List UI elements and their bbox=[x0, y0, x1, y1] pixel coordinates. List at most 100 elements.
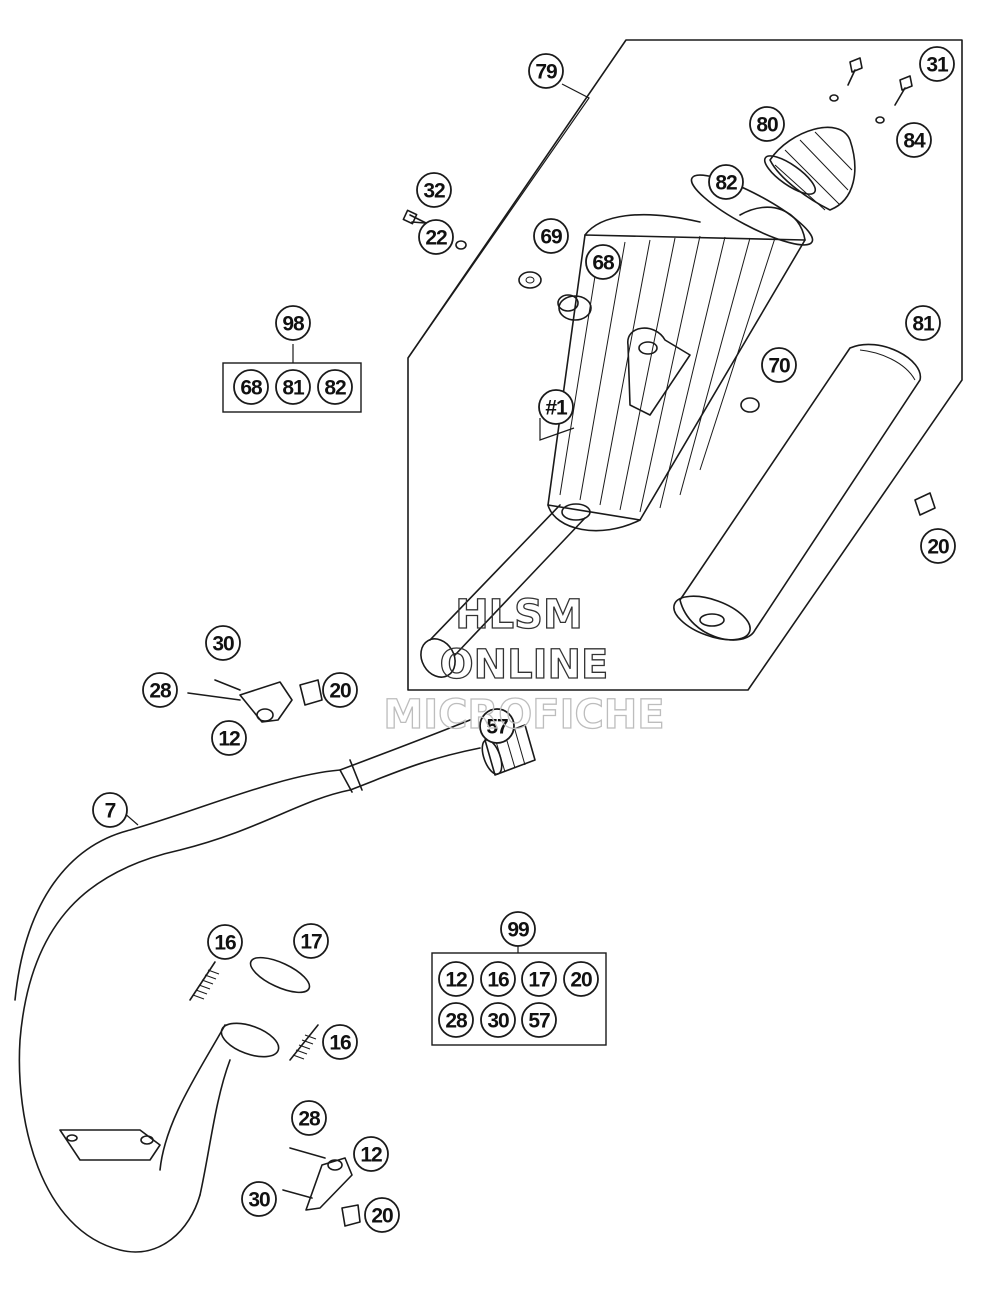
callout-circle bbox=[353, 1136, 389, 1172]
gasket-ring bbox=[690, 174, 814, 246]
part-callout-28b: 28 bbox=[291, 1100, 327, 1136]
callout-circle bbox=[322, 1024, 358, 1060]
part-callout-69: 69 bbox=[533, 218, 569, 254]
callout-circle bbox=[521, 961, 557, 997]
watermark-line3: MICROFICHE bbox=[383, 692, 664, 738]
part-callout-84: 84 bbox=[896, 122, 932, 158]
part-callout-32: 32 bbox=[416, 172, 452, 208]
leader-79 bbox=[407, 83, 590, 359]
callout-circle bbox=[920, 528, 956, 564]
callout-number: 99 bbox=[507, 919, 529, 942]
callout-circle bbox=[438, 1002, 474, 1038]
watermark: HLSM ONLINE MICROFICHE bbox=[383, 591, 666, 738]
callout-number: 81 bbox=[912, 313, 935, 336]
part-callout-30b: 30 bbox=[241, 1181, 277, 1217]
part-callout-79: 79 bbox=[528, 53, 564, 89]
spring-16-lower bbox=[289, 1024, 319, 1061]
callout-number: 20 bbox=[570, 969, 592, 992]
callout-number: 68 bbox=[592, 252, 615, 275]
part-callout-12a: 12 bbox=[211, 720, 247, 756]
callout-circle bbox=[480, 1002, 516, 1038]
callout-circle bbox=[275, 305, 311, 341]
part-callout-20b: 20 bbox=[322, 672, 358, 708]
part-callout-70: 70 bbox=[761, 347, 797, 383]
callout-number: 22 bbox=[425, 227, 447, 250]
watermark-line2: ONLINE bbox=[440, 642, 609, 688]
callout-circle bbox=[291, 1100, 327, 1136]
part-callout-81: 81 bbox=[905, 305, 941, 341]
callout-number: 28 bbox=[149, 680, 172, 703]
callout-number: 69 bbox=[540, 226, 562, 249]
part-callout-68: 68 bbox=[585, 244, 621, 280]
spring-16-upper bbox=[189, 961, 220, 1001]
part-callout-20c: 20 bbox=[364, 1197, 400, 1233]
callout-number: 30 bbox=[248, 1189, 270, 1212]
callout-circle bbox=[211, 720, 247, 756]
callout-circle bbox=[142, 672, 178, 708]
callout-circle bbox=[919, 46, 955, 82]
o-ring-17 bbox=[249, 956, 311, 994]
callout-number: 20 bbox=[371, 1205, 393, 1228]
callout-circle bbox=[749, 106, 785, 142]
part-callout-31: 31 bbox=[919, 46, 955, 82]
callout-circle bbox=[92, 792, 128, 828]
kit99-label-callout: 99 bbox=[500, 911, 536, 947]
callout-number: 12 bbox=[218, 728, 240, 751]
callout-number: 57 bbox=[486, 716, 508, 739]
part-callout-20a: 20 bbox=[920, 528, 956, 564]
callout-number: 80 bbox=[756, 114, 778, 137]
callout-number: 81 bbox=[282, 377, 305, 400]
callout-number: 20 bbox=[927, 536, 949, 559]
callout-circle bbox=[533, 218, 569, 254]
part-callout-28a: 28 bbox=[142, 672, 178, 708]
callout-circle bbox=[500, 911, 536, 947]
callout-circle bbox=[538, 389, 574, 425]
kit99-item-callout: 12 bbox=[438, 961, 474, 997]
part-callout-16a: 16 bbox=[207, 924, 243, 960]
callout-circle bbox=[275, 369, 311, 405]
callout-number: 30 bbox=[212, 633, 234, 656]
muffler-body bbox=[420, 206, 806, 678]
bracket-12-upper bbox=[187, 679, 323, 723]
kit99-item-callout: 20 bbox=[563, 961, 599, 997]
kit99-item-callout: 57 bbox=[521, 1002, 557, 1038]
part-callout-30a: 30 bbox=[205, 625, 241, 661]
callout-number: 16 bbox=[329, 1032, 351, 1055]
part-callout-82: 82 bbox=[708, 164, 744, 200]
part-callout-16b: 16 bbox=[322, 1024, 358, 1060]
callout-number: 70 bbox=[768, 355, 790, 378]
kit98-item-callout: 81 bbox=[275, 369, 311, 405]
kit98-item-callout: 68 bbox=[233, 369, 269, 405]
callout-number: 82 bbox=[715, 172, 737, 195]
callout-circle bbox=[205, 625, 241, 661]
callout-circle bbox=[480, 961, 516, 997]
callout-number: 12 bbox=[445, 969, 467, 992]
leader-1 bbox=[539, 418, 575, 441]
callout-number: 16 bbox=[214, 932, 236, 955]
end-cap bbox=[763, 126, 856, 211]
clip-nut-20-upper bbox=[914, 492, 936, 516]
callout-number: 98 bbox=[282, 313, 305, 336]
callout-circle bbox=[896, 122, 932, 158]
part-callout-12b: 12 bbox=[353, 1136, 389, 1172]
kit99-item-callout: 16 bbox=[480, 961, 516, 997]
kit99-item-callout: 28 bbox=[438, 1002, 474, 1038]
callout-number: 7 bbox=[105, 800, 116, 823]
callout-number: 28 bbox=[445, 1010, 468, 1033]
callout-circle bbox=[528, 53, 564, 89]
exhaust-header-pipe bbox=[14, 719, 481, 1253]
part-callout-17: 17 bbox=[293, 923, 329, 959]
rubber-grommet-68 bbox=[557, 294, 592, 321]
callout-number: 57 bbox=[528, 1010, 550, 1033]
part-callout-1: #1 bbox=[538, 389, 574, 425]
callout-number: 79 bbox=[535, 61, 557, 84]
callout-number: 16 bbox=[487, 969, 509, 992]
callout-circle bbox=[438, 961, 474, 997]
watermark-line1: HLSM bbox=[455, 592, 583, 638]
washer-69 bbox=[518, 271, 542, 289]
callout-number: 68 bbox=[240, 377, 263, 400]
callout-circle bbox=[293, 923, 329, 959]
callout-number: 84 bbox=[903, 130, 926, 153]
callout-circle bbox=[241, 1181, 277, 1217]
